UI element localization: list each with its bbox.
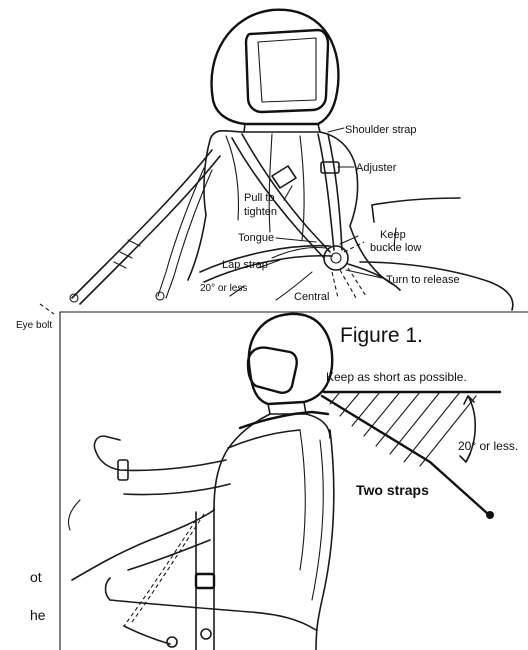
label-tighten: tighten: [244, 206, 277, 218]
label-buckle-low: buckle low: [370, 242, 421, 254]
driver-body-bottom: [68, 412, 333, 650]
label-twenty-or-less-top: 20° or less: [200, 283, 247, 294]
label-angle-bottom: 20° or less.: [458, 439, 518, 453]
label-pull-to: Pull to: [244, 192, 275, 204]
lap-belt-bottom: [124, 508, 214, 650]
label-tongue: Tongue: [238, 232, 274, 244]
label-shoulder-strap: Shoulder strap: [345, 124, 417, 136]
rear-straps-top: [70, 150, 220, 304]
label-keep-short: Keep as short as possible.: [326, 370, 467, 384]
strap-anchor-icon: [486, 511, 494, 519]
label-central: Central: [294, 291, 329, 303]
label-lap-strap: Lap strap: [222, 259, 268, 271]
label-eye-bolt: Eye bolt: [16, 320, 52, 331]
figure-title: Figure 1.: [340, 324, 423, 347]
bottom-figure: Figure 1. Keep as short as possible. 20°…: [60, 312, 528, 650]
label-keep: Keep: [380, 229, 406, 241]
eye-bolt-callout: Eye bolt: [16, 304, 54, 331]
body-text-fragment-2: he: [30, 607, 46, 623]
top-figure: Shoulder strap Adjuster Pull to tighten …: [70, 10, 513, 310]
helmet-bottom-icon: [248, 314, 332, 414]
hatched-angle-region: [330, 392, 476, 466]
label-turn-to-release: Turn to release: [386, 274, 460, 286]
helmet-top-icon: [212, 10, 339, 132]
label-two-straps: Two straps: [356, 482, 429, 498]
label-adjuster: Adjuster: [356, 162, 397, 174]
body-text-fragment-1: ot: [30, 569, 42, 585]
